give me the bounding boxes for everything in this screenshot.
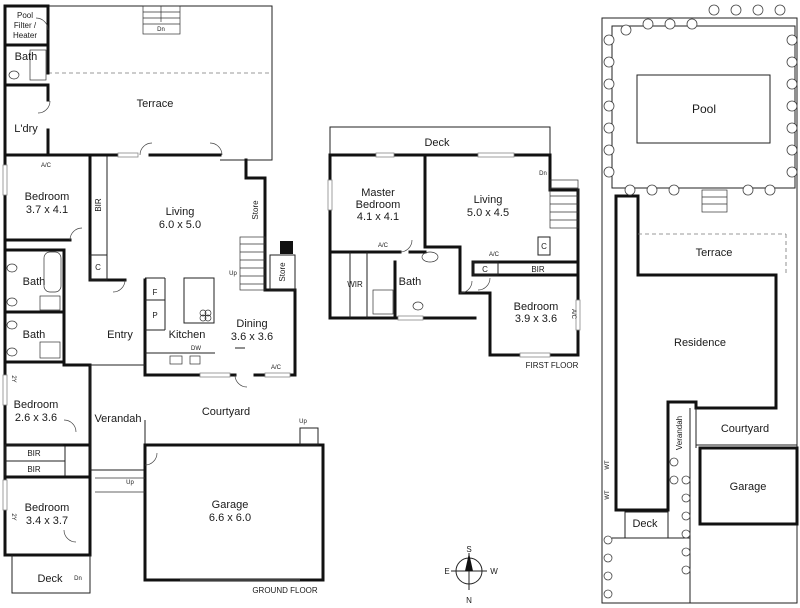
first-bedroom-dim: 3.9 x 3.6: [515, 313, 557, 325]
c-label: C: [95, 263, 101, 272]
first-floor-stairs: [549, 179, 579, 229]
site-deck-label: Deck: [632, 518, 658, 530]
bedroom2-2y-label: 2Y: [10, 375, 16, 382]
site-wt-label-2: WT: [605, 490, 611, 500]
ground-stairs: [239, 236, 266, 291]
living-name: Living: [166, 206, 195, 218]
bath2-label: Bath: [23, 276, 46, 288]
first-dn-label: Dn: [539, 171, 547, 177]
living-dim: 6.0 x 5.0: [159, 219, 201, 231]
site-trees: [603, 4, 798, 599]
store1-label: Store: [251, 200, 260, 220]
first-living-name: Living: [474, 194, 503, 206]
first-ac-label-1: A/C: [378, 243, 389, 249]
site-plan: Pool Terrace Residence Verandah Courtyar…: [601, 4, 799, 604]
ground-deck-label: Deck: [37, 573, 63, 585]
terrace-label: Terrace: [137, 98, 174, 110]
compass-rose: S E W N: [444, 545, 498, 605]
pool-filter-label-line2: Filter /: [14, 21, 37, 30]
fridge-label: F: [153, 288, 158, 297]
pantry-label: P: [152, 311, 157, 320]
bath3-label: Bath: [23, 329, 46, 341]
compass-e: E: [444, 567, 449, 576]
site-terrace-label: Terrace: [696, 247, 733, 259]
kitchen-label: Kitchen: [169, 329, 206, 341]
ground-floor-title: GROUND FLOOR: [252, 586, 318, 595]
deck-dn-label: Dn: [74, 576, 82, 582]
pool-filter-label-line3: Heater: [13, 31, 37, 40]
dining-dim: 3.6 x 3.6: [231, 331, 273, 343]
master-name-1: Master: [361, 187, 395, 199]
ground-ac-label: A/C: [271, 365, 282, 371]
terrace-dn-label: Dn: [157, 27, 165, 33]
garage-name: Garage: [212, 499, 249, 511]
terrace-stairs: [142, 5, 181, 35]
first-c-label-2: C: [541, 242, 547, 251]
first-ac-label-2: A/C: [489, 252, 500, 258]
garage-dim: 6.6 x 6.0: [209, 512, 251, 524]
bedroom1-name: Bedroom: [25, 191, 70, 203]
site-verandah-label: Verandah: [675, 416, 684, 450]
first-ac-label-3: A/C: [570, 309, 576, 320]
master-dim: 4.1 x 4.1: [357, 211, 399, 223]
verandah-up-label: Up: [126, 480, 134, 486]
bedroom3-name: Bedroom: [25, 502, 70, 514]
compass-s: S: [466, 545, 471, 554]
bath-top-label: Bath: [15, 51, 38, 63]
pool-filter-label-line1: Pool: [17, 11, 33, 20]
courtyard-up-label: Up: [299, 419, 307, 425]
bir-label: BIR: [94, 198, 103, 212]
site-residence-label: Residence: [674, 337, 726, 349]
dishwasher-label: DW: [191, 346, 201, 352]
living-ac-label: A/C: [41, 163, 52, 169]
stair-up-label: Up: [229, 271, 237, 277]
site-courtyard-label: Courtyard: [721, 423, 769, 435]
wir-label: WIR: [347, 280, 363, 289]
first-deck-label: Deck: [424, 137, 450, 149]
site-wt-label-1: WT: [605, 460, 611, 470]
bedroom3-dim: 3.4 x 3.7: [26, 515, 68, 527]
verandah-label: Verandah: [94, 413, 141, 425]
site-pool-label: Pool: [692, 102, 716, 116]
bedroom1-dim: 3.7 x 4.1: [26, 204, 68, 216]
first-bedroom-name: Bedroom: [514, 301, 559, 313]
bedroom2-name: Bedroom: [14, 399, 59, 411]
site-pool-outline: [636, 74, 771, 144]
first-living-dim: 5.0 x 4.5: [467, 207, 509, 219]
bir2-label: BIR: [27, 449, 41, 458]
first-bath-label: Bath: [399, 276, 422, 288]
laundry-label: L'dry: [14, 123, 38, 135]
first-c-label-1: C: [482, 265, 488, 274]
bir3-label: BIR: [27, 465, 41, 474]
first-floor-plan: Deck Master Bedroom 4.1 x 4.1 Living 5.0…: [327, 126, 581, 370]
compass-w: W: [490, 567, 498, 576]
entry-label: Entry: [107, 329, 133, 341]
store2-label: Store: [278, 262, 287, 282]
site-garage-label: Garage: [730, 481, 767, 493]
bedroom2-dim: 2.6 x 3.6: [15, 412, 57, 424]
ground-floor-plan: Pool Filter / Heater Bath L'dry Terrace …: [2, 4, 325, 595]
courtyard-label: Courtyard: [202, 406, 250, 418]
master-name-2: Bedroom: [356, 199, 401, 211]
first-bir-label: BIR: [531, 265, 545, 274]
dining-name: Dining: [236, 318, 267, 330]
first-floor-title: FIRST FLOOR: [526, 361, 579, 370]
compass-n: N: [466, 596, 472, 605]
bedroom3-2y-label: 2Y: [10, 513, 16, 520]
